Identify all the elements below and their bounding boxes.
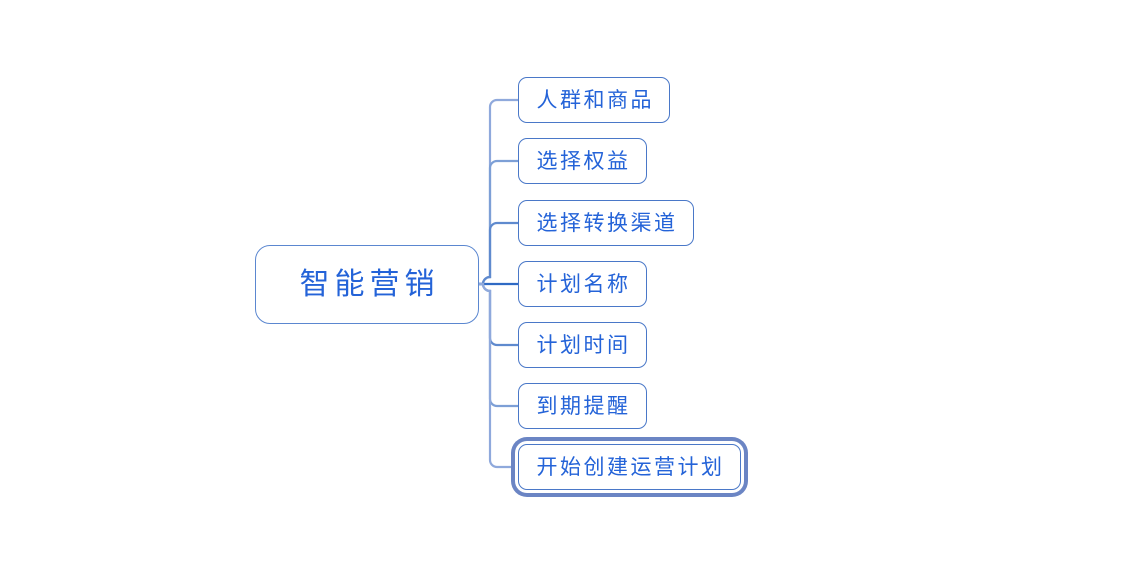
node-select-benefits[interactable]: 选择权益 xyxy=(518,138,647,184)
connector-to-child-6 xyxy=(477,282,520,469)
node-expiry-reminder[interactable]: 到期提醒 xyxy=(518,383,647,429)
node-select-conversion-channel[interactable]: 选择转换渠道 xyxy=(518,200,694,246)
node-label: 计划时间 xyxy=(536,333,631,357)
node-label: 开始创建运营计划 xyxy=(536,455,725,479)
node-label: 到期提醒 xyxy=(536,394,631,418)
connector-to-child-1 xyxy=(477,159,520,286)
node-plan-name[interactable]: 计划名称 xyxy=(518,261,647,307)
connector-to-child-5 xyxy=(477,282,520,408)
node-label: 选择转换渠道 xyxy=(536,211,678,235)
node-label: 选择权益 xyxy=(536,149,631,173)
node-plan-time[interactable]: 计划时间 xyxy=(518,322,647,368)
connector-to-child-4 xyxy=(477,282,520,347)
root-node-smart-marketing[interactable]: 智能营销 xyxy=(255,245,479,324)
node-start-creating-operation-plan[interactable]: 开始创建运营计划 xyxy=(518,444,741,490)
root-node-label: 智能营销 xyxy=(299,267,440,301)
node-label: 人群和商品 xyxy=(536,88,654,112)
node-crowd-and-products[interactable]: 人群和商品 xyxy=(518,77,670,123)
node-label: 计划名称 xyxy=(536,272,631,296)
connector-to-child-0 xyxy=(477,98,520,286)
connector-to-child-2 xyxy=(477,221,520,286)
